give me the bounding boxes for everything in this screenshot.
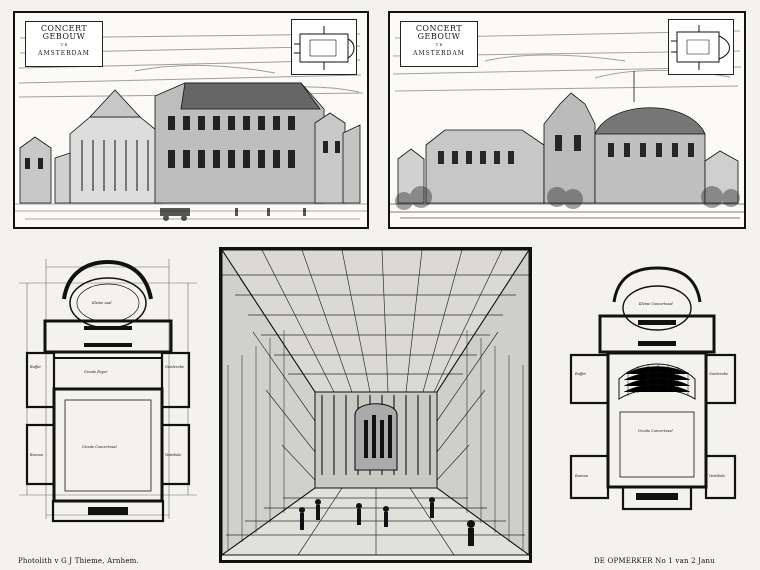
right-plan-side-room-2: Garderobe [709,372,728,376]
side-elevation-panel: CONCERT GEBOUW T E AMSTERDAM [388,11,746,229]
left-plan-side-room-1: Buffet [29,365,41,369]
right-plan-hall-label: Groote Concertzaal [638,429,673,433]
right-inset-plan [668,19,734,75]
left-floor-plan: Kleine zaal Groote Foyer Groote Concertz… [19,259,197,523]
left-plan-top-room-label: Kleine zaal [91,301,112,305]
left-caption-city: AMSTERDAM [38,49,90,57]
right-caption: CONCERT GEBOUW T E AMSTERDAM [400,21,478,67]
left-caption-small: T E [60,41,68,47]
left-inset-plan-drawing [294,26,355,70]
publisher-credit: Photolith v G J Thieme, Arnhem. [18,557,139,565]
right-plan-side-room-3: Bureau [574,474,589,478]
left-plan-side-room-4: Vestibule [165,453,181,457]
left-plan-side-room-3: Bureau [29,453,44,457]
left-plan-middle-room-label: Groote Foyer [84,370,108,374]
right-caption-small: T E [435,41,443,47]
concert-hall-interior-drawing [222,250,529,560]
right-caption-city: AMSTERDAM [413,49,465,57]
right-plan-top-room-label: Kleine Concertzaal [638,302,673,306]
left-plan-main-room-label: Groote Concertzaal [82,445,117,449]
concert-hall-interior-panel [219,247,532,563]
left-caption: CONCERT GEBOUW T E AMSTERDAM [25,21,103,67]
right-inset-plan-drawing [671,25,730,70]
left-inset-plan [291,19,357,75]
right-plan-side-room-1: Buffet [574,372,586,376]
right-caption-title: CONCERT GEBOUW [415,24,463,42]
right-floor-plan: Kleine Concertzaal Groote Concertzaal Bu… [569,266,737,511]
left-plan-side-room-2: Garderobe [165,365,184,369]
front-elevation-panel: CONCERT GEBOUW T E AMSTERDAM [13,11,369,229]
right-plan-side-room-4: Vestibule [709,474,725,478]
issue-credit: DE OPMERKER No 1 van 2 Janu [594,557,715,565]
left-caption-title: CONCERT GEBOUW [40,24,88,42]
